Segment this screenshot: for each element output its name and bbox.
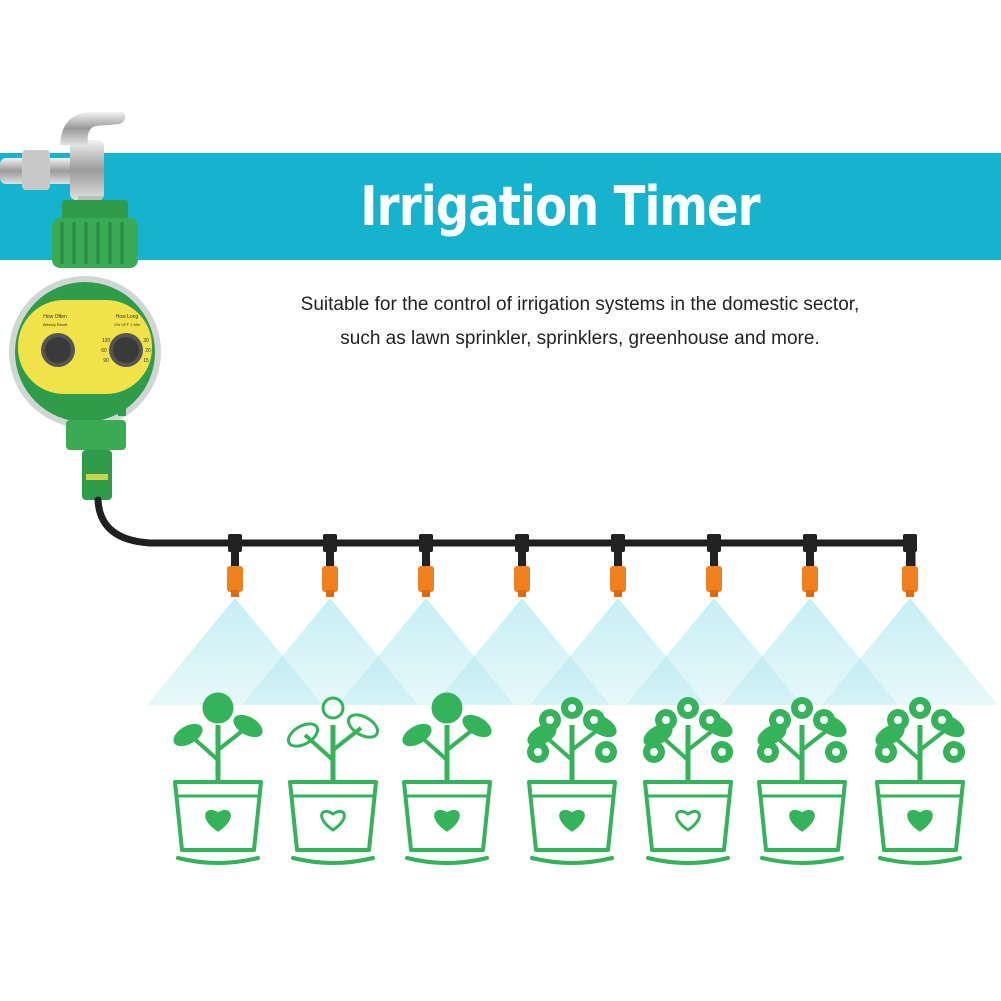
dial2-number: 20 (145, 348, 151, 354)
nozzle-icon (418, 534, 434, 597)
plant-pot-icon (757, 697, 847, 865)
dial2-number: 15 (143, 358, 149, 364)
dial2-sub: ON OFF 1 Min (114, 322, 140, 327)
faucet-icon (0, 112, 126, 210)
heart-icon (789, 809, 815, 832)
water-sprays (147, 598, 998, 705)
plant-pot-icon (875, 697, 965, 865)
dial2-number: 120 (102, 338, 111, 344)
timer-icon: How Often Weekly Reset How Long ON OFF 1… (9, 200, 161, 500)
title-banner (0, 153, 1001, 260)
plant-pot-icon (527, 697, 617, 865)
description: Suitable for the control of irrigation s… (200, 288, 960, 356)
dial2-number: 60 (101, 348, 107, 354)
nozzle-icon (514, 534, 530, 597)
heart-icon (675, 809, 701, 832)
nozzle-icon (706, 534, 722, 597)
plant-pots (173, 692, 965, 865)
nozzle-icon (802, 534, 818, 597)
dial2-number: 90 (103, 358, 109, 364)
plant-pot-icon (286, 696, 380, 865)
heart-icon (559, 809, 585, 832)
description-line-2: such as lawn sprinkler, sprinklers, gree… (340, 328, 820, 349)
nozzle-row (227, 534, 918, 597)
heart-icon (434, 809, 460, 832)
plant-pot-icon (173, 692, 263, 865)
nozzle-icon (610, 534, 626, 597)
dial1-header: How Often (43, 314, 67, 320)
description-line-1: Suitable for the control of irrigation s… (300, 294, 860, 315)
dial2-number: 30 (143, 338, 149, 344)
nozzle-icon (902, 534, 918, 597)
nozzle-icon (227, 534, 243, 597)
plant-pot-icon (643, 697, 733, 865)
heart-icon (907, 809, 933, 832)
water-spray (822, 598, 998, 705)
heart-icon (320, 809, 346, 832)
heart-icon (205, 809, 231, 832)
dial2-header: How Long (116, 314, 139, 320)
nozzle-icon (322, 534, 338, 597)
plant-pot-icon (402, 692, 492, 865)
dial1-sub: Weekly Reset (43, 322, 68, 327)
page-title: Irrigation Timer (360, 175, 760, 238)
pipe-icon (94, 496, 916, 569)
